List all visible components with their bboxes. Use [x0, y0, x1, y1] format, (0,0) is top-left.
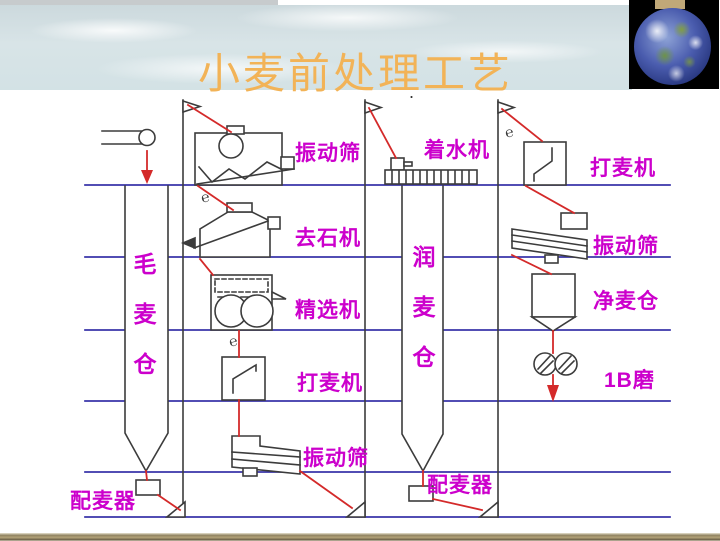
- vibrating-screen-right-shape: [511, 212, 588, 264]
- label-beater-right: 打麦机: [590, 157, 656, 180]
- label-tempering-bin: 润麦仓: [409, 245, 435, 395]
- water-applicator-shape: [384, 157, 478, 185]
- elevator-leg-3: [477, 99, 517, 518]
- distributor-left-shape: [135, 479, 161, 496]
- label-distributor-left: 配麦器: [70, 490, 136, 513]
- earth-image: [629, 0, 719, 89]
- mill-rolls-shape: [533, 352, 578, 376]
- label-destoner: 去石机: [295, 227, 361, 250]
- label-distributor-middle: 配麦器: [427, 474, 493, 497]
- equipment-shapes: [101, 99, 588, 518]
- intake-conveyor-shape: [101, 128, 156, 147]
- title-dot: .: [409, 82, 415, 102]
- label-vibrating-screen-bottom: 振动筛: [303, 447, 369, 470]
- label-clean-wheat-bin: 净麦仓: [593, 290, 659, 313]
- top-grey-strip: [0, 0, 278, 8]
- distributor-middle-shape: [408, 485, 434, 502]
- label-beater-left: 打麦机: [297, 372, 363, 395]
- label-water-applicator: 着水机: [424, 139, 490, 162]
- earth-globe-icon: [634, 8, 711, 85]
- flow-lines: [141, 103, 576, 512]
- clean-wheat-bin-shape: [529, 273, 578, 332]
- wheat-beater-right-shape: [523, 141, 567, 186]
- label-vibrating-screen-top: 振动筛: [295, 142, 361, 165]
- sky-banner-image: [0, 5, 632, 90]
- label-selector: 精选机: [295, 299, 361, 322]
- page-title: 小麦前处理工艺: [198, 52, 514, 98]
- destoner-shape: [180, 202, 281, 258]
- label-vibrating-screen-right: 振动筛: [593, 235, 659, 258]
- vibrating-screen-top-shape: [194, 125, 295, 186]
- wheat-beater-left-shape: [221, 356, 266, 401]
- vibrating-screen-bottom-shape: [231, 435, 301, 477]
- earth-image-fragment: [655, 0, 685, 9]
- bottom-border-strip: [0, 533, 720, 541]
- selector-shape: [210, 274, 287, 331]
- label-mill-1b: 1B磨: [604, 369, 655, 392]
- label-raw-wheat-bin: 毛麦仓: [130, 252, 156, 402]
- elevator-leg-2: [344, 99, 384, 518]
- floor-lines: [84, 184, 671, 518]
